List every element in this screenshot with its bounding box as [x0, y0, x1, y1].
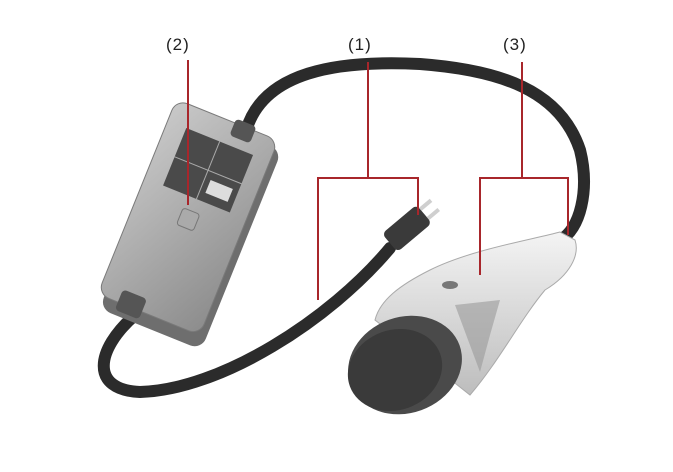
control-box — [100, 102, 279, 347]
label-connector: (3) — [503, 35, 527, 54]
plug — [384, 198, 441, 251]
box-gland-top — [230, 119, 256, 143]
label-control-box: (2) — [166, 35, 190, 54]
box-gland-bottom — [115, 290, 146, 319]
label-cable: (1) — [348, 35, 372, 54]
ev-connector — [347, 231, 577, 415]
cable-upper — [239, 57, 590, 246]
button-icon — [176, 208, 200, 231]
leader-lines — [187, 60, 569, 300]
cable-lower — [97, 242, 396, 399]
